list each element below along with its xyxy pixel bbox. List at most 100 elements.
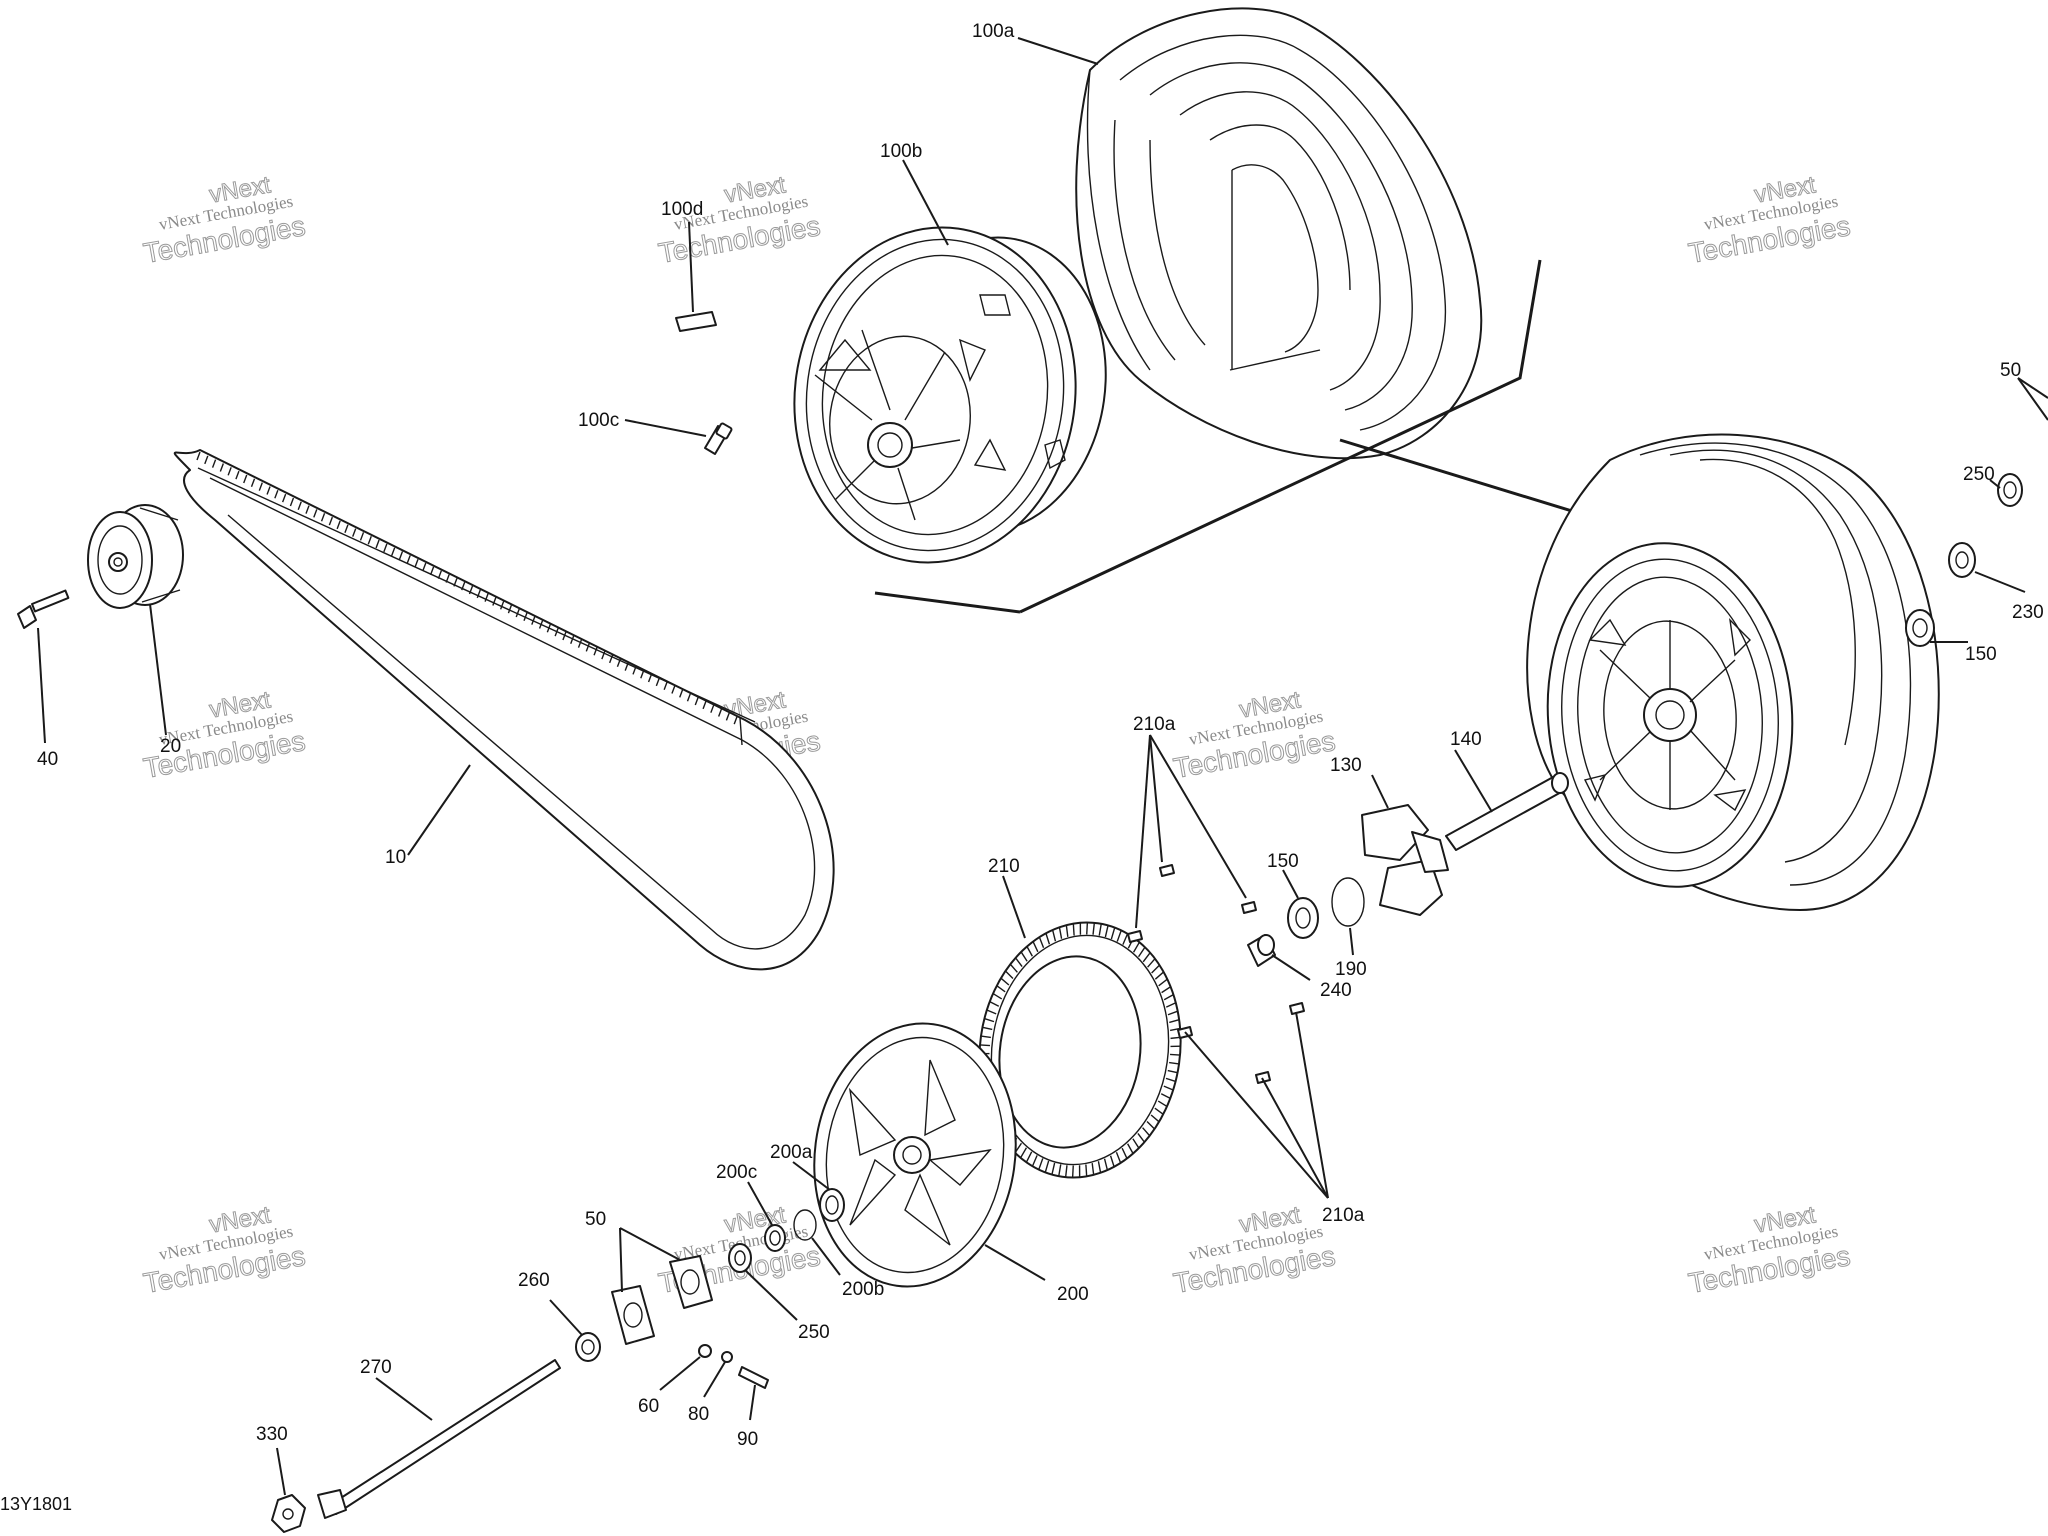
callout-50-left: 50 (585, 1209, 606, 1230)
belt-tooth (328, 516, 334, 526)
callout-90: 90 (737, 1429, 758, 1450)
belt-tooth (320, 513, 326, 522)
callout-330: 330 (256, 1424, 288, 1445)
belt-tooth (367, 535, 372, 545)
axle-shaft-270 (317, 1359, 561, 1519)
ring-tooth (1132, 941, 1141, 953)
ring-tooth (1163, 994, 1174, 1001)
belt-tooth (204, 455, 209, 465)
callout-50-right: 50 (2000, 360, 2021, 381)
callout-210a-bottom: 210a (1322, 1205, 1365, 1226)
belt-tooth (219, 463, 225, 472)
belt-tooth (710, 704, 715, 713)
ring-tooth (1058, 1164, 1062, 1177)
callout-250-left: 250 (798, 1322, 830, 1343)
ring-tooth (1115, 1151, 1122, 1164)
belt-tooth (375, 539, 380, 549)
ring-tooth (996, 985, 1006, 993)
ring-tooth (1151, 964, 1160, 974)
ring-tooth (1121, 1147, 1128, 1159)
ring-tooth (1116, 930, 1122, 942)
circlip-200b (793, 1209, 817, 1241)
callout-10: 10 (385, 847, 406, 868)
bearing-150-right (1905, 609, 1935, 647)
ring-tooth (1109, 1155, 1115, 1167)
idler-pulley-20 (87, 504, 184, 609)
ring-tooth (1165, 1077, 1176, 1083)
belt-tooth (585, 643, 590, 652)
belt-tooth (538, 620, 544, 629)
ring-tooth (1009, 963, 1018, 973)
bearing-block-50-a (669, 1255, 713, 1309)
ring-tooth (1165, 1002, 1177, 1008)
circlip-200c (764, 1224, 786, 1252)
callout-80: 80 (688, 1404, 709, 1425)
ring-tooth (1122, 933, 1129, 945)
belt-tooth (445, 574, 450, 583)
spacer-250-right (1997, 473, 2023, 507)
belt-tooth (359, 532, 365, 541)
belt-tooth (531, 616, 536, 625)
belt-tooth (679, 689, 684, 698)
belt-tooth (243, 474, 248, 484)
belt-teeth (196, 451, 738, 725)
belt-tooth (437, 570, 443, 579)
callout-labels: 100a 100b 100d 100c 40 20 10 50 250 230 … (37, 21, 2044, 1450)
valve-cap-100d (675, 311, 717, 332)
belt-tooth (499, 601, 505, 610)
ring-tooth (1058, 927, 1063, 939)
callout-100a: 100a (972, 21, 1015, 42)
hub-disc-200 (813, 1022, 1017, 1288)
ring-tooth (1044, 1160, 1050, 1173)
ring-tooth (1065, 925, 1069, 937)
ring-tooth (1150, 1114, 1160, 1123)
belt-tooth (601, 650, 606, 660)
belt-tooth (515, 608, 520, 618)
ring-tooth (1015, 957, 1023, 967)
belt-tooth (725, 712, 731, 721)
belt-tooth (554, 627, 559, 637)
ring-tooth (1000, 977, 1010, 986)
belt-tooth (344, 524, 349, 533)
belt-tooth (336, 520, 341, 530)
belt-tooth (492, 597, 497, 606)
belt-tooth (250, 478, 256, 488)
o-ring-190 (1331, 877, 1365, 927)
belt-tooth (694, 696, 699, 706)
bearing-block-50-b (611, 1285, 655, 1345)
belt-tooth (476, 589, 481, 599)
belt-tooth (523, 612, 528, 622)
ring-tooth (1160, 1093, 1171, 1099)
ring-tooth (1154, 971, 1165, 980)
belt-tooth (733, 715, 738, 725)
callout-200a: 200a (770, 1142, 813, 1163)
belt-tooth (414, 558, 419, 568)
ring-tooth (1167, 1010, 1178, 1016)
belt-tooth (546, 624, 552, 633)
wheel-rim-100b (793, 226, 1107, 564)
ring-tooth (1157, 1100, 1168, 1108)
nut-60 (698, 1344, 712, 1358)
drive-belt-10 (173, 449, 835, 971)
ring-tooth (1031, 1155, 1038, 1167)
belt-tooth (624, 662, 629, 671)
ring-tooth (1103, 1158, 1109, 1171)
cush-drive-damper-130 (1361, 804, 1449, 916)
belt-tooth (577, 639, 583, 648)
belt-tooth (352, 528, 357, 537)
ring-tooth (1142, 1127, 1151, 1137)
ring-tooth (1169, 1061, 1180, 1065)
belt-tooth (484, 593, 489, 602)
ring-tooth (1132, 1138, 1140, 1149)
ring-tooth (1004, 970, 1014, 980)
ring-tooth (1097, 1161, 1102, 1173)
ring-tooth (1098, 923, 1102, 936)
belt-tooth (305, 505, 310, 514)
belt-tooth (274, 490, 279, 499)
belt-tooth (608, 654, 614, 664)
